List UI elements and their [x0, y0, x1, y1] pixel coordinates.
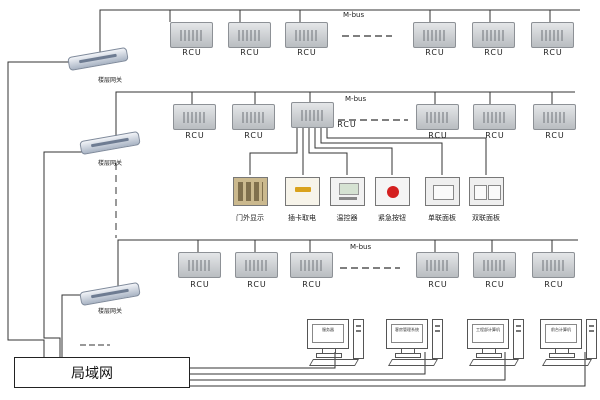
thermostat-icon	[330, 177, 365, 206]
computer-screen-label: 服务器	[312, 324, 344, 343]
computer-screen-label: 工程部计算机	[472, 324, 504, 343]
device-label: 双联面板	[472, 214, 500, 222]
rcu-label: RCU	[543, 48, 563, 57]
rcu-label: RCU	[190, 280, 210, 289]
rcu-label: RCU	[185, 131, 205, 140]
rcu-label: RCU	[297, 48, 317, 57]
rcu-module	[178, 252, 221, 278]
rcu-label: RCU	[302, 280, 322, 289]
rcu-label: RCU	[485, 280, 505, 289]
rcu-label: RCU	[182, 48, 202, 57]
rcu-module	[533, 104, 576, 130]
rcu-label: RCU	[337, 120, 357, 129]
rcu-module	[170, 22, 213, 48]
rcu-module	[290, 252, 333, 278]
door-display-icon	[233, 177, 268, 206]
floor-gateway-label-2: 楼层网关	[98, 160, 123, 167]
rcu-label: RCU	[240, 48, 260, 57]
floor-gateway-label-1: 楼层网关	[98, 77, 123, 84]
rcu-module	[472, 22, 515, 48]
rcu-label: RCU	[428, 280, 448, 289]
rcu-module	[416, 104, 459, 130]
rcu-module	[228, 22, 271, 48]
rcu-module	[232, 104, 275, 130]
lan-label: 局域网	[71, 365, 113, 382]
rcu-label: RCU	[428, 131, 448, 140]
rcu-module	[235, 252, 278, 278]
double-switch-panel-icon	[469, 177, 504, 206]
device-label: 门外显示	[236, 214, 264, 222]
rcu-label: RCU	[544, 280, 564, 289]
rcu-module	[531, 22, 574, 48]
rcu-label: RCU	[545, 131, 565, 140]
rcu-module	[473, 252, 516, 278]
rcu-module	[173, 104, 216, 130]
floor-gateway-label-3: 楼层网关	[98, 308, 123, 315]
lan-box: 局域网	[14, 357, 190, 388]
m-bus-label-floor1: M-bus	[343, 11, 365, 19]
rcu-label: RCU	[484, 48, 504, 57]
device-label: 温控器	[336, 214, 358, 222]
rcu-module-with-devices	[291, 102, 334, 128]
device-label: 插卡取电	[288, 214, 316, 222]
rcu-module	[473, 104, 516, 130]
m-bus-label-floor2: M-bus	[345, 95, 367, 103]
m-bus-label-floor3: M-bus	[350, 243, 372, 251]
rcu-module	[285, 22, 328, 48]
rcu-module	[416, 252, 459, 278]
card-power-switch-icon	[285, 177, 320, 206]
device-label: 紧急按钮	[378, 214, 406, 222]
device-label: 单联面板	[428, 214, 456, 222]
computer-screen-label: 客房管理系统	[391, 324, 423, 343]
rcu-label: RCU	[244, 131, 264, 140]
emergency-button-icon	[375, 177, 410, 206]
single-switch-panel-icon	[425, 177, 460, 206]
rcu-label: RCU	[485, 131, 505, 140]
rcu-module	[532, 252, 575, 278]
rcu-label: RCU	[247, 280, 267, 289]
rcu-label: RCU	[425, 48, 445, 57]
rcu-module	[413, 22, 456, 48]
computer-screen-label: 前台计算机	[545, 324, 577, 343]
